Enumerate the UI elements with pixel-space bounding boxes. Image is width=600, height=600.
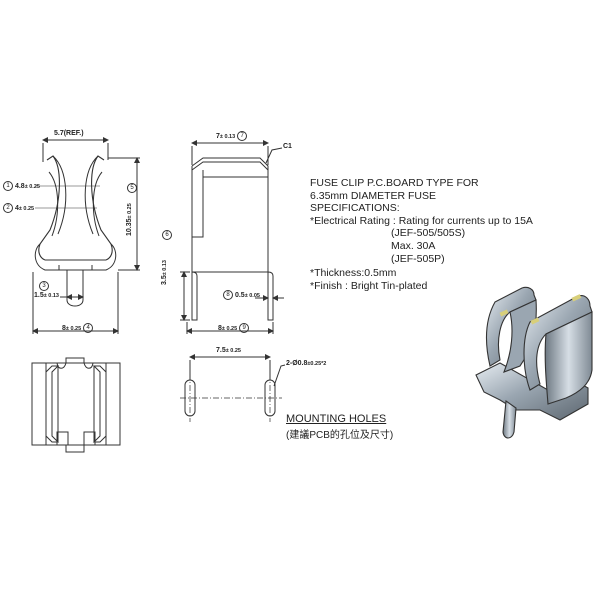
mounting-holes-subtitle: (建議PCB的孔位及尺寸): [286, 430, 394, 441]
dimension-4: 8± 0.25 4: [62, 323, 94, 333]
spec-model2: (JEF-505P): [391, 252, 445, 265]
spec-thickness: *Thickness:0.5mm: [310, 267, 397, 280]
dimension-9: 8± 0.25 9: [218, 323, 250, 333]
spec-title-line2: 6.35mm DIAMETER FUSE: [310, 189, 437, 202]
spec-finish: *Finish : Bright Tin-plated: [310, 279, 428, 292]
dimension-5: 10.35± 0.25: [126, 203, 133, 236]
spec-model1: (JEF-505/505S): [391, 227, 466, 240]
hole-diameter-callout: 2-Ø0.8±0.25*2: [286, 360, 327, 367]
spec-heading: SPECIFICATIONS:: [310, 202, 400, 215]
dimension-7: 7± 0.13 7: [216, 131, 248, 141]
spec-max-rating: Max. 30A: [391, 239, 436, 252]
mounting-holes-title: MOUNTING HOLES: [286, 413, 387, 425]
dimension-1: 1 4.8± 0.25: [3, 181, 40, 191]
dimension-8: 8 0.5± 0.05: [223, 290, 260, 300]
dimension-5-circle: 5: [127, 183, 137, 193]
spec-title-line1: FUSE CLIP P.C.BOARD TYPE FOR: [310, 177, 479, 189]
top-view: [31, 357, 121, 453]
top-width-dimension: 5.7(REF.): [54, 130, 84, 137]
mounting-holes-view: [180, 354, 286, 422]
hole-spacing-dimension: 7.5± 0.25: [216, 347, 241, 354]
specifications-block: FUSE CLIP P.C.BOARD TYPE FOR 6.35mm DIAM…: [310, 177, 533, 292]
spec-electrical-rating: *Electrical Rating : Rating for currents…: [310, 214, 533, 227]
chamfer-label: C1: [283, 143, 292, 150]
callout-circle-2: 2: [3, 203, 13, 213]
dimension-2: 2 4± 0.25: [3, 203, 34, 213]
side-view: [180, 140, 284, 334]
dimension-3-circle: 3: [39, 281, 49, 291]
callout-circle-1: 1: [3, 181, 13, 191]
dimension-3: 1.5± 0.13: [34, 292, 59, 299]
dimension-6: 3.5± 0.13: [161, 260, 168, 285]
front-view: [32, 137, 140, 334]
dimension-6-circle: 6: [162, 230, 172, 240]
fuse-clip-3d-render: [475, 286, 593, 439]
